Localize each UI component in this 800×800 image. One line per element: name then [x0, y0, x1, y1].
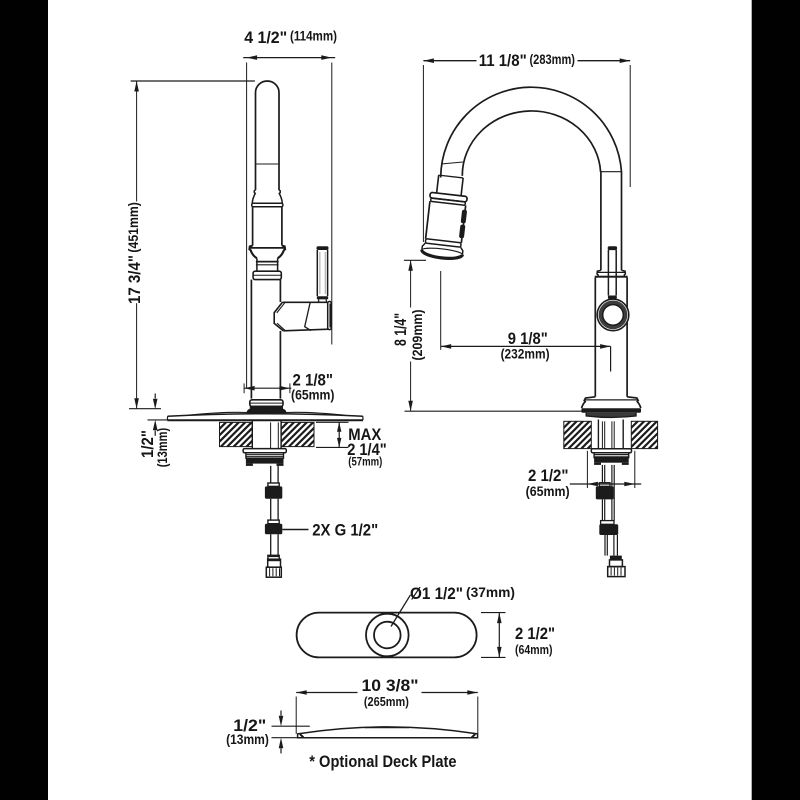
svg-text:(209mm): (209mm) — [410, 310, 425, 361]
svg-text:(265mm): (265mm) — [364, 695, 409, 709]
svg-text:2 1/4": 2 1/4" — [347, 440, 387, 459]
svg-text:Ø1 1/2": Ø1 1/2" — [410, 584, 463, 603]
svg-text:(451mm): (451mm) — [126, 202, 141, 253]
svg-text:(114mm): (114mm) — [290, 29, 337, 44]
svg-text:MAX: MAX — [348, 425, 382, 444]
svg-text:(13mm): (13mm) — [226, 732, 269, 747]
svg-text:1/2": 1/2" — [138, 430, 157, 458]
svg-text:1/2": 1/2" — [233, 716, 266, 735]
svg-text:(57mm): (57mm) — [348, 455, 382, 469]
svg-text:(13mm): (13mm) — [155, 428, 170, 468]
svg-text:(283mm): (283mm) — [530, 52, 576, 67]
svg-text:11 1/8": 11 1/8" — [479, 51, 527, 70]
svg-text:17 3/4": 17 3/4" — [125, 255, 144, 304]
svg-text:9 1/8": 9 1/8" — [508, 329, 548, 348]
svg-text:(64mm): (64mm) — [515, 643, 553, 657]
svg-text:2 1/2": 2 1/2" — [528, 466, 569, 485]
svg-text:* Optional Deck Plate: * Optional Deck Plate — [309, 752, 456, 771]
svg-text:2 1/2": 2 1/2" — [515, 624, 555, 643]
svg-text:2X G 1/2": 2X G 1/2" — [312, 521, 378, 540]
svg-text:(65mm): (65mm) — [291, 388, 335, 403]
svg-text:4 1/2": 4 1/2" — [244, 28, 287, 47]
svg-text:2 1/8": 2 1/8" — [293, 370, 334, 389]
svg-text:(37mm): (37mm) — [466, 585, 515, 600]
svg-text:(65mm): (65mm) — [526, 484, 570, 499]
svg-text:10 3/8": 10 3/8" — [362, 676, 419, 695]
svg-text:(232mm): (232mm) — [501, 346, 550, 361]
svg-text:8 1/4": 8 1/4" — [391, 313, 410, 346]
